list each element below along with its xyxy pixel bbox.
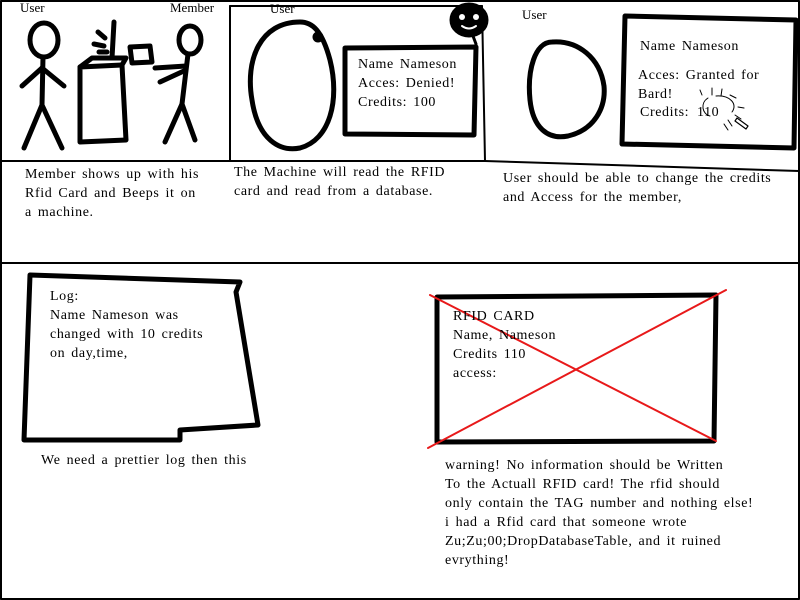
user-head-oval [526,39,607,140]
user-stick-figure [19,20,67,151]
warning-text: warning! No information should be Writte… [445,458,754,568]
pen-icon [734,117,749,130]
sparkle-marks [699,87,745,131]
card-title: RFID CARD [453,309,535,324]
log-window [21,272,261,443]
red-cross-mark [427,289,727,449]
screen-credits-value: 110 [697,105,720,120]
user-label: User [20,0,45,15]
screen-name: Name Nameson [358,57,458,72]
smiley-icon [449,2,489,46]
user-head-blob [247,19,337,152]
panel1-caption: Member shows up with his Rfid Card and B… [25,167,200,220]
screen-access: Acces: Granted for Bard! [638,68,760,102]
card-name: Name, Nameson [453,328,557,343]
user-label: User [522,7,547,22]
screen-credits-label: Credits: [640,105,690,120]
screen-credits: Credits: 100 [358,95,437,110]
panel2-caption: The Machine will read the RFID card and … [234,165,446,199]
machine-screen-granted [619,13,799,151]
member-stick-figure [127,23,204,145]
screen-access: Acces: Denied! [358,76,456,91]
log-title: Log: [50,289,79,304]
card-access: access: [453,366,497,381]
log-entry: Name Nameson was changed with 10 credits… [50,308,204,361]
panel3-caption: User should be able to change the credit… [503,171,772,205]
rfid-reader-machine [77,19,129,145]
user-label: User [270,1,295,16]
card-credits: Credits 110 [453,347,527,362]
screen-name: Name Nameson [640,39,740,54]
panel4-caption: We need a prettier log then this [41,453,247,468]
member-label: Member [170,0,215,15]
machine-screen-denied [342,44,479,138]
